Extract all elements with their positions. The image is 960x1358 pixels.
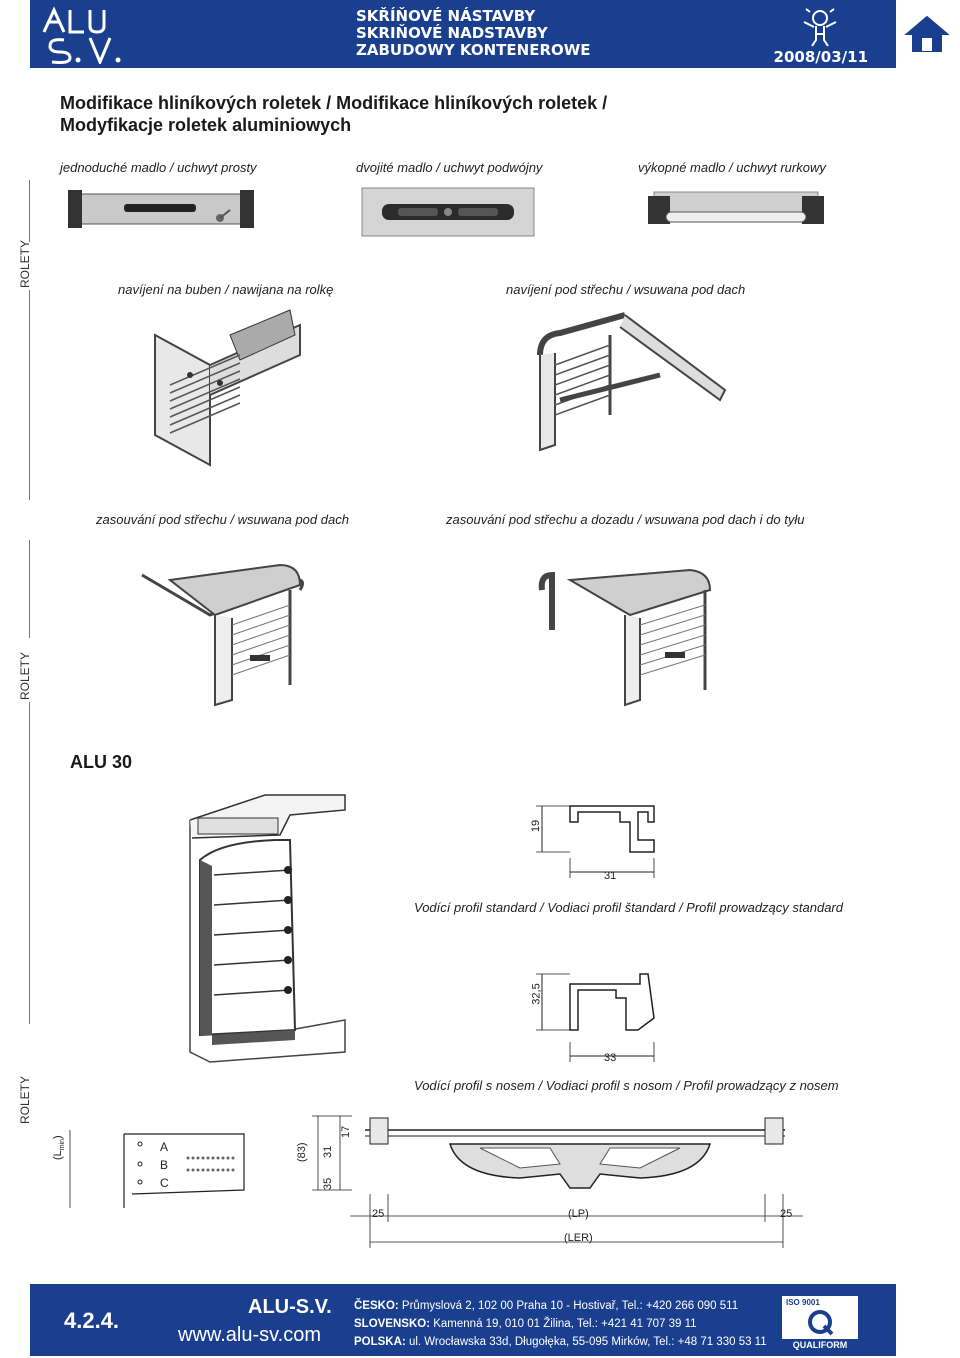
header-date: 2008/03/11: [773, 48, 868, 66]
profile-standard-width: 31: [604, 870, 617, 882]
side-divider-1a: [29, 180, 30, 242]
side-divider-2b: [29, 702, 30, 1024]
profile-nose-height: 32,5: [530, 983, 543, 1005]
profile-nose-caption: Vodící profil s nosem / Vodiaci profil s…: [414, 1078, 839, 1093]
alu30-cross-section-image: [189, 794, 346, 1063]
profile-standard-height: 19: [530, 819, 543, 833]
footer-url-link[interactable]: www.alu-sv.com: [178, 1324, 321, 1346]
dim-right-25: 25: [780, 1208, 793, 1220]
qualiform-q-icon: [808, 1310, 834, 1336]
profile-nose-width: 33: [604, 1052, 617, 1064]
page-title-line2: Modyfikacje roletek aluminiowych: [60, 115, 352, 135]
page-title-line1: Modifikace hliníkových roletek / Modifik…: [60, 93, 608, 113]
profile-standard-caption: Vodící profil standard / Vodiaci profil …: [414, 900, 843, 915]
profile-nose-drawing: [536, 973, 655, 1062]
page-title: Modifikace hliníkových roletek / Modifik…: [60, 92, 607, 136]
page-footer: 4.2.4. ALU-S.V. www.alu-sv.com ČESKO: Pr…: [30, 1284, 896, 1356]
dim-ler: (LER): [564, 1232, 593, 1244]
dim-left-25: 25: [372, 1208, 385, 1220]
side-divider-2a: [29, 540, 30, 638]
address-sk: SLOVENSKO: Kamenná 19, 010 01 Žilina, Te…: [354, 1318, 697, 1330]
caption-sliding-under-roof: zasouvání pod střechu / wsuwana pod dach: [96, 512, 349, 527]
dim-lp: (LP): [568, 1208, 589, 1220]
header-title-cz: SKŘÍŇOVÉ NÁSTAVBY: [356, 7, 536, 25]
caption-flip-handle: výkopné madlo / uchwyt rurkowy: [638, 160, 826, 175]
row-plate-drawing: [69, 1130, 245, 1208]
double-handle-image: [361, 187, 535, 237]
company-logo: [40, 6, 140, 66]
alu30-heading: ALU 30: [70, 752, 133, 772]
section-number: 4.2.4.: [64, 1308, 120, 1333]
side-divider-1b: [29, 290, 30, 500]
winding-drum-image: [154, 309, 301, 467]
row-label-c: C: [160, 1176, 169, 1190]
header-title-sk: SKRIŇOVÉ NADSTAVBY: [356, 24, 548, 42]
header-titles: SKŘÍŇOVÉ NÁSTAVBY SKRIŇOVÉ NADSTAVBY ZAB…: [356, 8, 591, 59]
caption-double-handle: dvojité madlo / uchwyt podwójny: [356, 160, 543, 175]
caption-sliding-under-roof-back: zasouvání pod střechu a dozadu / wsuwana…: [446, 512, 805, 527]
row-label-a: A: [160, 1140, 169, 1154]
lmin-label: (Lmin): [52, 1135, 67, 1160]
caption-winding-under-roof: navíjení pod střechu / wsuwana pod dach: [506, 282, 746, 297]
winding-under-roof-image: [537, 312, 727, 452]
footer-brand: ALU-S.V.: [248, 1296, 332, 1318]
caption-single-handle: jednoduché madlo / uchwyt prosty: [60, 160, 257, 175]
iso-certificate-badge: ISO 9001 QUALIFORM: [782, 1296, 858, 1352]
address-cz: ČESKO: Průmyslová 2, 102 00 Praha 10 - H…: [354, 1300, 739, 1312]
sliding-under-roof-back-image: [538, 568, 712, 707]
row-label-b: B: [160, 1158, 169, 1172]
home-icon[interactable]: [904, 14, 950, 54]
page-header: SKŘÍŇOVÉ NÁSTAVBY SKRIŇOVÉ NADSTAVBY ZAB…: [0, 0, 960, 72]
address-pl: POLSKA: ul. Wrocławska 33d, Długołęka, 5…: [354, 1336, 767, 1348]
profile-standard-drawing: [536, 805, 655, 878]
header-bar: [30, 0, 896, 68]
header-title-pl: ZABUDOWY KONTENEROWE: [356, 41, 591, 59]
side-label-rolety-3: ROLETY: [18, 1075, 32, 1124]
bottom-section-drawing: [312, 1115, 803, 1248]
dim-83: (83): [296, 1142, 308, 1162]
mascot-icon: [800, 8, 840, 48]
single-handle-image: [68, 190, 254, 228]
flip-handle-image: [648, 191, 824, 224]
caption-winding-drum: navíjení na buben / nawijana na rolkę: [118, 282, 334, 297]
sliding-under-roof-image: [141, 563, 304, 707]
